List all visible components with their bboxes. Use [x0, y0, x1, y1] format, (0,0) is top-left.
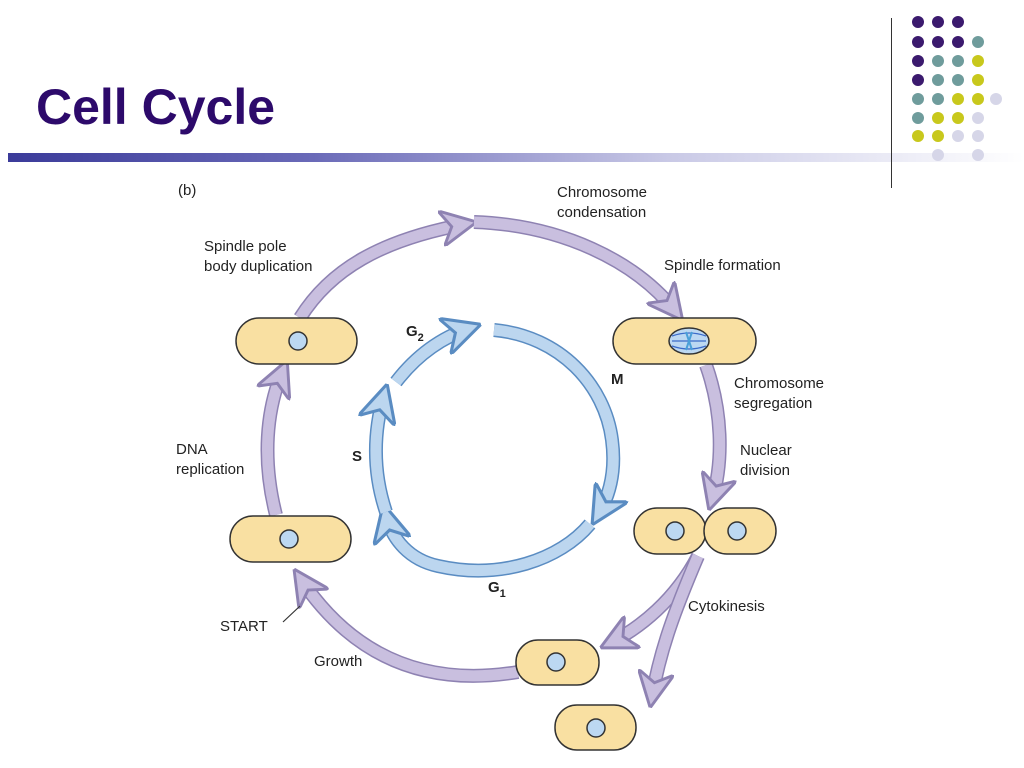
decor-dot	[932, 16, 944, 28]
decor-dot	[912, 55, 924, 67]
inner-arrow-g2	[391, 328, 470, 386]
decor-dot	[952, 74, 964, 86]
outer-arrow-dna-replication	[268, 370, 283, 517]
decor-dot	[972, 74, 984, 86]
outer-arrow-outline	[294, 217, 468, 322]
start-pointer-line	[282, 605, 301, 623]
inner-arrow-m	[493, 324, 613, 515]
chromosomes	[685, 331, 693, 351]
title-underline-bar	[8, 153, 1024, 162]
label-growth: Growth	[314, 653, 362, 670]
decor-dot	[932, 112, 944, 124]
phase-label-m: M	[611, 371, 624, 388]
label-dna-replication-2: replication	[176, 461, 244, 478]
inner-arrow-g1	[386, 515, 595, 576]
phase-label-g1: G1	[488, 579, 506, 600]
decor-dot	[952, 130, 964, 142]
cell-nucleus	[586, 718, 606, 738]
decor-dot	[912, 36, 924, 48]
decor-dot	[972, 55, 984, 67]
phase-g2-letter: G	[406, 323, 418, 340]
decor-dot	[972, 93, 984, 105]
cell-nucleus	[279, 529, 299, 549]
inner-arrow-s	[376, 395, 386, 514]
label-chromosome-condensation-1: Chromosome	[557, 184, 647, 201]
decor-dot	[912, 112, 924, 124]
label-cytokinesis: Cytokinesis	[688, 598, 765, 615]
spindle-fiber	[671, 345, 707, 350]
outer-arrow-spindle-pole	[295, 224, 466, 321]
decor-dot	[932, 74, 944, 86]
label-chromosome-segregation-2: segregation	[734, 395, 812, 412]
decor-dot	[972, 130, 984, 142]
phase-g1-subscript: 1	[500, 588, 506, 600]
decor-dot	[972, 149, 984, 161]
cell-nucleus	[727, 521, 747, 541]
outer-arrow-condensation	[473, 216, 676, 312]
cell-nucleus	[546, 652, 566, 672]
decor-dot	[952, 16, 964, 28]
phase-g1-letter: G	[488, 579, 500, 596]
label-chromosome-segregation-1: Chromosome	[734, 375, 824, 392]
decor-dot	[912, 16, 924, 28]
label-dna-replication-1: DNA	[176, 441, 208, 458]
label-nuclear-division-2: division	[740, 462, 790, 479]
decor-dot	[932, 36, 944, 48]
corner-divider-line	[891, 18, 892, 188]
phase-label-s: S	[352, 448, 362, 465]
decor-dot	[932, 149, 944, 161]
panel-label: (b)	[178, 182, 196, 199]
decor-dot	[952, 93, 964, 105]
outer-arrow-outline	[473, 215, 682, 317]
decor-dot	[932, 55, 944, 67]
label-spindle-formation: Spindle formation	[664, 257, 781, 274]
outer-arrow-segregation	[706, 363, 720, 500]
label-start: START	[220, 618, 268, 635]
decor-dot	[912, 130, 924, 142]
outer-arrow-cytokinesis-b	[652, 553, 704, 697]
label-spindle-pole-1: Spindle pole	[204, 238, 287, 255]
outer-arrow-growth	[300, 578, 519, 682]
decor-dot	[912, 93, 924, 105]
decor-dot	[952, 112, 964, 124]
decor-dot	[990, 93, 1002, 105]
phase-label-g2: G2	[406, 323, 424, 344]
decor-dot	[952, 55, 964, 67]
slide-title: Cell Cycle	[36, 79, 276, 135]
decor-dot	[952, 36, 964, 48]
decor-dot	[912, 74, 924, 86]
label-nuclear-division-1: Nuclear	[740, 442, 792, 459]
label-chromosome-condensation-2: condensation	[557, 204, 646, 221]
decor-dot	[932, 130, 944, 142]
chromosome	[685, 331, 693, 351]
cell-nucleus	[665, 521, 685, 541]
spindle-fiber	[671, 332, 707, 337]
label-spindle-pole-2: body duplication	[204, 258, 312, 275]
decorative-dot-grid	[912, 16, 1002, 161]
decor-dot	[972, 112, 984, 124]
inner-arrow-outline	[493, 323, 621, 519]
decor-dot	[972, 36, 984, 48]
cell-nucleus	[288, 331, 308, 351]
decor-dot	[932, 93, 944, 105]
phase-g2-subscript: 2	[418, 332, 424, 344]
